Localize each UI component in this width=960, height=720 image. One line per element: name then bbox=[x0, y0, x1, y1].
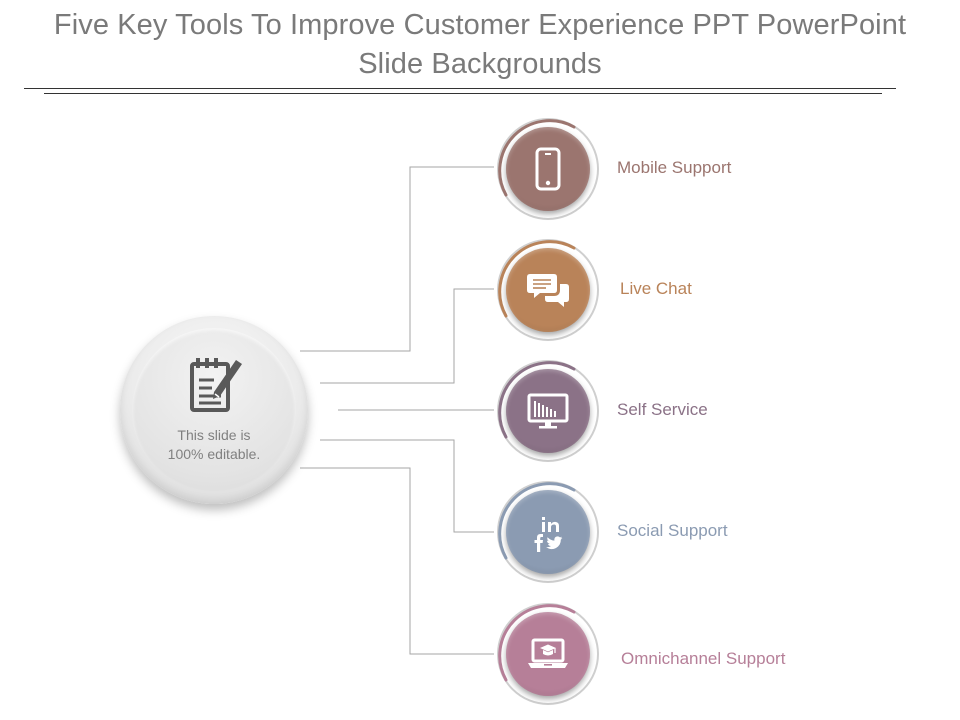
connector-live-chat bbox=[320, 288, 494, 384]
tool-node-live-chat bbox=[494, 236, 602, 344]
chat-bubbles-icon bbox=[527, 274, 569, 307]
tool-label-live-chat: Live Chat bbox=[620, 279, 692, 298]
tool-label-self-service: Self Service bbox=[617, 400, 708, 419]
mobile-phone-icon bbox=[535, 147, 561, 191]
slide-title-line-1: Five Key Tools To Improve Customer Exper… bbox=[53, 9, 907, 41]
hub-caption-line-1: This slide is bbox=[177, 427, 251, 443]
tool-node-social-support bbox=[494, 478, 602, 586]
hub-caption: This slide is 100% editable. bbox=[120, 426, 308, 464]
connector-social-support bbox=[320, 439, 494, 533]
slide-title: Five Key Tools To Improve Customer Exper… bbox=[0, 6, 960, 84]
central-hub-circle: This slide is 100% editable. bbox=[120, 316, 308, 504]
tool-label-omnichannel-support: Omnichannel Support bbox=[621, 649, 786, 668]
notepad-pencil-icon bbox=[190, 358, 242, 412]
connector-mobile-support bbox=[300, 166, 494, 352]
tool-node-omnichannel-support bbox=[494, 600, 602, 708]
title-rule-top bbox=[24, 88, 896, 89]
tool-node-self-service bbox=[494, 357, 602, 465]
tool-label-social-support: Social Support bbox=[617, 521, 728, 540]
title-rule-bottom bbox=[44, 93, 882, 94]
social-media-icon bbox=[534, 517, 563, 552]
hub-caption-line-2: 100% editable. bbox=[167, 446, 261, 462]
tool-disc bbox=[506, 127, 590, 211]
monitor-chart-icon bbox=[527, 393, 569, 429]
tool-disc bbox=[506, 490, 590, 574]
connector-omnichannel-support bbox=[300, 467, 494, 655]
tool-node-mobile-support bbox=[494, 115, 602, 223]
slide-title-line-2: Slide Backgrounds bbox=[358, 48, 602, 80]
laptop-graduate-icon bbox=[528, 638, 568, 668]
tool-label-mobile-support: Mobile Support bbox=[617, 158, 732, 177]
